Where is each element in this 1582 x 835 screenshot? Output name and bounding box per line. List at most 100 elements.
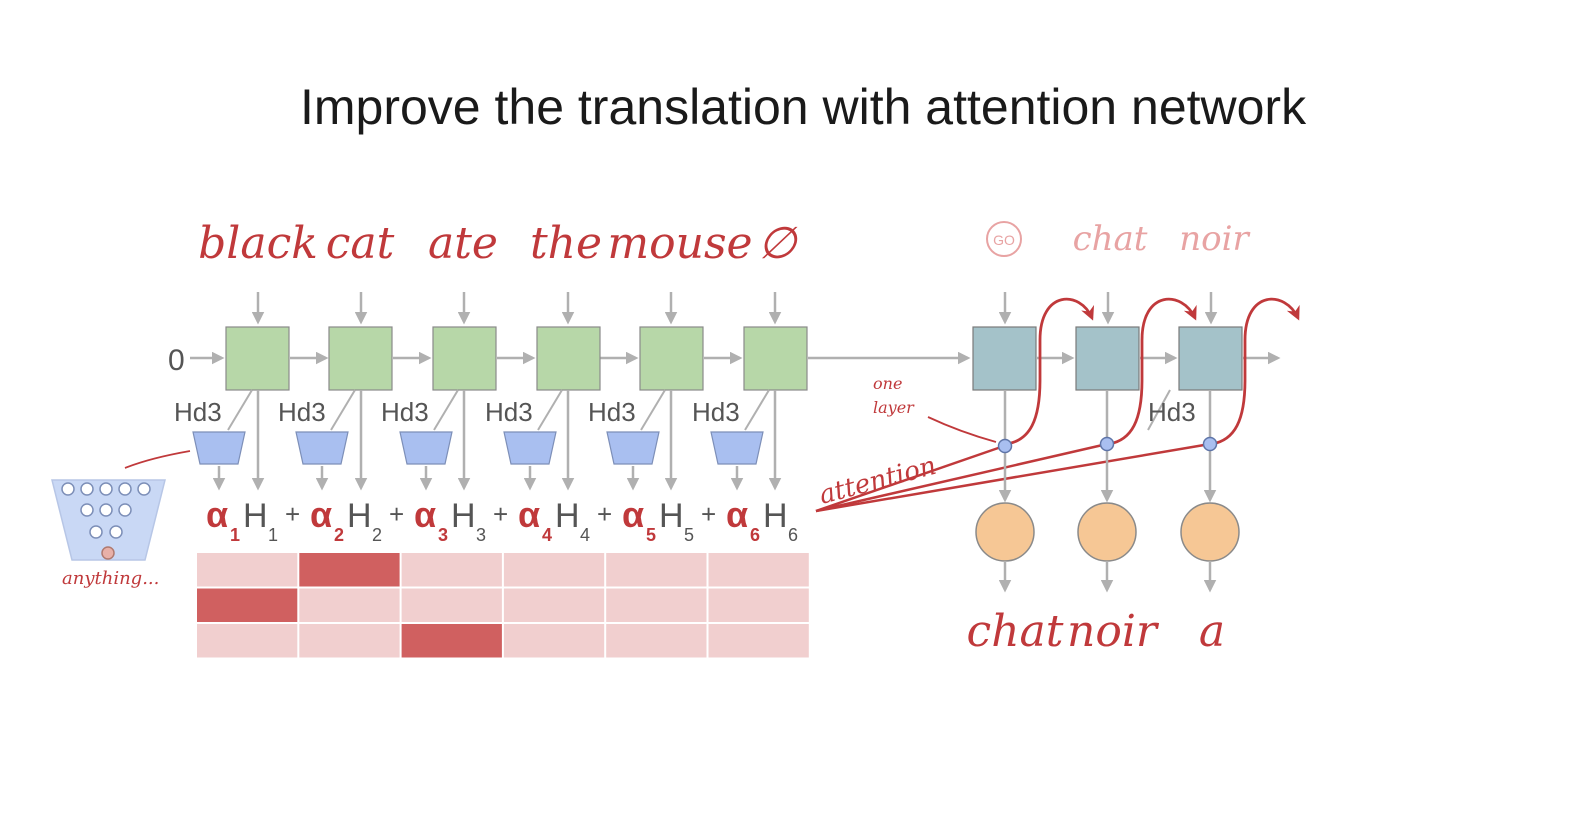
h-symbol: H (659, 497, 684, 535)
context-term: α 6 H 6 (726, 494, 798, 545)
initial-state-label: 0 (168, 344, 185, 377)
slide-title: Improve the translation with attention n… (300, 79, 1307, 135)
one-layer-label-line2: layer (873, 398, 915, 417)
alpha-subscript: 2 (334, 525, 344, 545)
hd3-label: Hd3 (692, 397, 740, 427)
encoder-cell (432, 326, 497, 391)
attention-weight-cell (708, 624, 809, 658)
attention-weight-cell (503, 588, 605, 622)
encoder-cell (225, 326, 290, 391)
attention-weight-cell (197, 553, 298, 587)
context-term: α 4 H 4 (518, 494, 590, 545)
h-subscript: 1 (268, 525, 278, 545)
plus-sign: + (285, 499, 300, 529)
encoder-cell (743, 326, 808, 391)
source-word: mouse (607, 218, 752, 269)
hd3-label: Hd3 (588, 397, 636, 427)
alpha-symbol: α (310, 494, 332, 535)
attention-weight-cell (503, 553, 605, 587)
output-nodes (975, 502, 1240, 562)
h-subscript: 4 (580, 525, 590, 545)
attention-feedback-curves (1006, 297, 1300, 446)
score-arrows (212, 466, 744, 491)
alpha-subscript: 1 (230, 525, 240, 545)
output-node (975, 502, 1035, 562)
hd3-label: Hd3 (485, 397, 533, 427)
h-symbol: H (555, 497, 580, 535)
hd3-label: Hd3 (174, 397, 222, 427)
decoder-cell (1075, 326, 1140, 391)
attention-weight-cell (708, 588, 809, 622)
plus-sign: + (597, 499, 612, 529)
encoder-input-arrows (251, 292, 782, 325)
h-symbol: H (347, 497, 372, 535)
alpha-symbol: α (726, 494, 748, 535)
score-network (399, 431, 453, 465)
h-subscript: 2 (372, 525, 382, 545)
attention-lines (815, 442, 1211, 513)
attention-weight-cell (401, 588, 502, 622)
plus-sign: + (701, 499, 716, 529)
attention-weight-cell (401, 624, 502, 658)
decoder-cell (972, 326, 1037, 391)
score-network (192, 431, 246, 465)
attention-dot (997, 438, 1013, 454)
alpha-symbol: α (414, 494, 436, 535)
decoder-cell (1178, 326, 1243, 391)
h-symbol: H (243, 497, 268, 535)
attention-weight-cell (606, 553, 707, 587)
decoder-inputs: GO chat noir (986, 219, 1250, 259)
context-term: α 3 H 3 (414, 494, 486, 545)
source-word: ∅ (758, 218, 798, 269)
alpha-subscript: 5 (646, 525, 656, 545)
attention-dots (997, 436, 1218, 454)
decoder-input-word: noir (1179, 219, 1250, 259)
encoder-cell (639, 326, 704, 391)
go-token: GO (993, 232, 1015, 248)
attention-weight-matrix (197, 553, 809, 658)
source-word: cat (326, 218, 395, 269)
output-word: a (1199, 606, 1225, 657)
source-word: black (198, 218, 318, 269)
attention-weight-cell (197, 624, 298, 658)
attention-weight-cell (299, 588, 400, 622)
decoder-input-word: chat (1073, 219, 1148, 259)
attention-weight-cell (401, 553, 502, 587)
h-subscript: 5 (684, 525, 694, 545)
hd3-link (1147, 389, 1171, 431)
encoder-output-arrows (251, 390, 782, 491)
decoder-cells (972, 326, 1243, 391)
source-word: the (530, 218, 602, 269)
output-node (1180, 502, 1240, 562)
output-word: chat (967, 606, 1064, 657)
source-word: ate (428, 218, 498, 269)
plus-sign: + (389, 499, 404, 529)
output-node (1077, 502, 1137, 562)
h-subscript: 6 (788, 525, 798, 545)
attention-weight-cell (606, 588, 707, 622)
attention-dot (1099, 436, 1115, 452)
attention-weight-cell (299, 624, 400, 658)
encoder-cell (328, 326, 393, 391)
h-symbol: H (763, 497, 788, 535)
alpha-symbol: α (622, 494, 644, 535)
one-layer-pointer (927, 416, 997, 443)
attention-weight-cell (299, 553, 400, 587)
output-words: chat noir a (967, 606, 1226, 657)
output-word: noir (1067, 606, 1160, 657)
context-term: α 5 H 5 (622, 494, 694, 545)
attention-weight-cell (503, 624, 605, 658)
alpha-subscript: 6 (750, 525, 760, 545)
score-network (295, 431, 349, 465)
hd3-label: Hd3 (278, 397, 326, 427)
score-network (503, 431, 557, 465)
encoder-cells (225, 326, 808, 391)
score-networks (192, 431, 764, 465)
h-symbol: H (451, 497, 476, 535)
go-token-circle (986, 221, 1022, 257)
anything-label: anything... (62, 568, 159, 589)
alpha-symbol: α (206, 494, 228, 535)
generic-network-illustration: anything... (51, 450, 191, 589)
attention-dot (1202, 436, 1218, 452)
